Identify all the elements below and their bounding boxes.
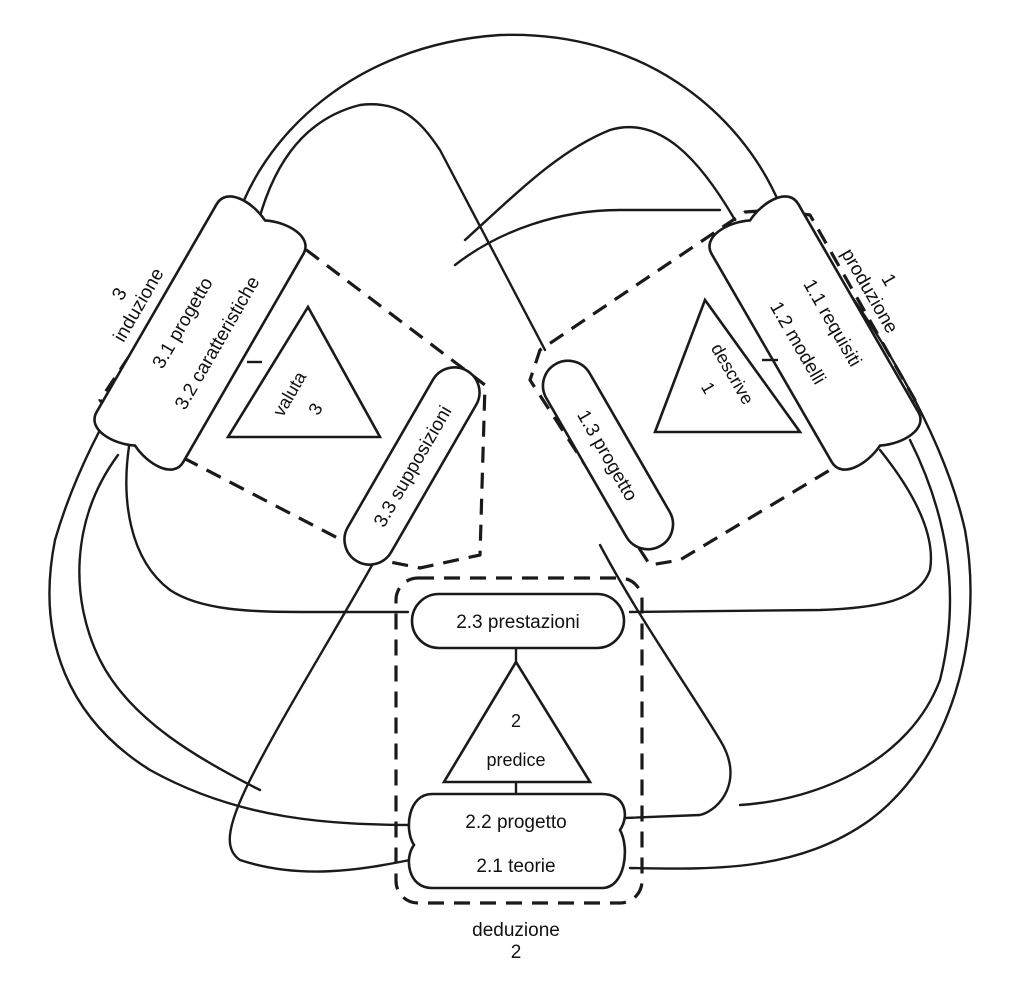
inner-top-arch: [253, 103, 547, 352]
cycle-2-name: deduzione: [472, 920, 560, 941]
cycle-2-wavy-box: [407, 792, 627, 890]
cycle-2-triangle-verb: predice: [486, 750, 545, 770]
cycle-2-item-2: 2.2 progetto: [465, 812, 566, 833]
right-lower-arc: [738, 438, 952, 807]
cross-diagonal-right: [598, 543, 732, 820]
cycle-3-dashed-outline: [98, 218, 487, 570]
left-lower-arc: [78, 453, 262, 792]
cycle-2-group: 2.3 prestazioni 2 predice 2.2 progetto 2…: [407, 592, 627, 963]
cycle-3-wavy-box: [93, 195, 307, 471]
left-diagonal: [228, 558, 412, 873]
right-inner-loop: [628, 448, 933, 614]
cycle-1-wavy-box: [708, 195, 922, 471]
cross-diagonal-left: [453, 208, 722, 267]
cycle-2-item-3: 2.3 prestazioni: [456, 612, 580, 633]
cycle-3-pill: [343, 366, 481, 566]
cycle-2-triangle-number: 2: [511, 711, 521, 731]
dashed-outlines: [98, 208, 917, 905]
inner-top-arch-right: [463, 125, 737, 242]
cycle-1-group: 1.1 requisiti 1.2 modelli descrive 1 1.3…: [541, 195, 922, 551]
cycle-1-dashed-outline: [528, 208, 917, 567]
cycle-2-number: 2: [511, 942, 522, 963]
cycle-2-item-1: 2.1 teorie: [476, 856, 555, 877]
cycle-2-pill: [410, 592, 626, 650]
cycle-1-triangle: [653, 297, 803, 434]
left-inner-loop: [125, 438, 410, 614]
cycle-3-triangle: [225, 304, 383, 439]
cycle-3-group: 3.1 progetto 3.2 caratteristiche valuta …: [93, 195, 481, 566]
cycle-2-dashed-outline: [394, 576, 644, 905]
outer-top-arch: [233, 33, 782, 227]
cycle-1-pill: [541, 359, 675, 551]
